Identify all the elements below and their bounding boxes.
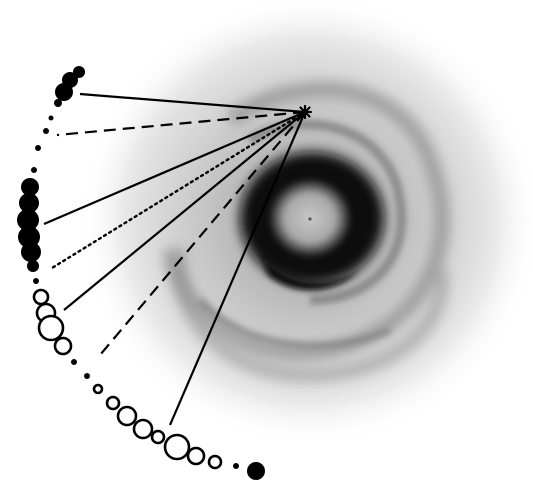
open-circle-marker bbox=[152, 431, 164, 443]
open-circle-marker bbox=[107, 397, 119, 409]
open-circle-marker bbox=[34, 290, 48, 304]
open-circle-marker bbox=[118, 407, 136, 425]
asterisk-marker bbox=[299, 106, 311, 118]
filled-circle-marker bbox=[49, 116, 54, 121]
disk-image bbox=[80, 0, 533, 445]
filled-circle-marker bbox=[21, 242, 41, 262]
filled-circle-marker bbox=[71, 359, 77, 365]
open-circle-marker bbox=[165, 435, 189, 459]
filled-circle-marker bbox=[55, 83, 73, 101]
open-circle-marker bbox=[39, 316, 63, 340]
open-circle-marker bbox=[209, 456, 221, 468]
filled-circle-marker bbox=[33, 278, 39, 284]
filled-circle-marker bbox=[247, 462, 265, 480]
filled-circle-marker bbox=[233, 463, 239, 469]
open-circle-marker bbox=[94, 385, 102, 393]
filled-circle-marker bbox=[43, 128, 49, 134]
filled-circle-marker bbox=[54, 99, 62, 107]
filled-circle-marker bbox=[35, 145, 41, 151]
open-circle-marker bbox=[55, 338, 71, 354]
open-circle-marker bbox=[188, 448, 204, 464]
central-star bbox=[308, 217, 311, 220]
filled-circle-marker bbox=[31, 167, 37, 173]
filled-circle-marker bbox=[84, 373, 90, 379]
filled-circle-marker bbox=[27, 260, 39, 272]
open-circle-marker bbox=[134, 420, 152, 438]
